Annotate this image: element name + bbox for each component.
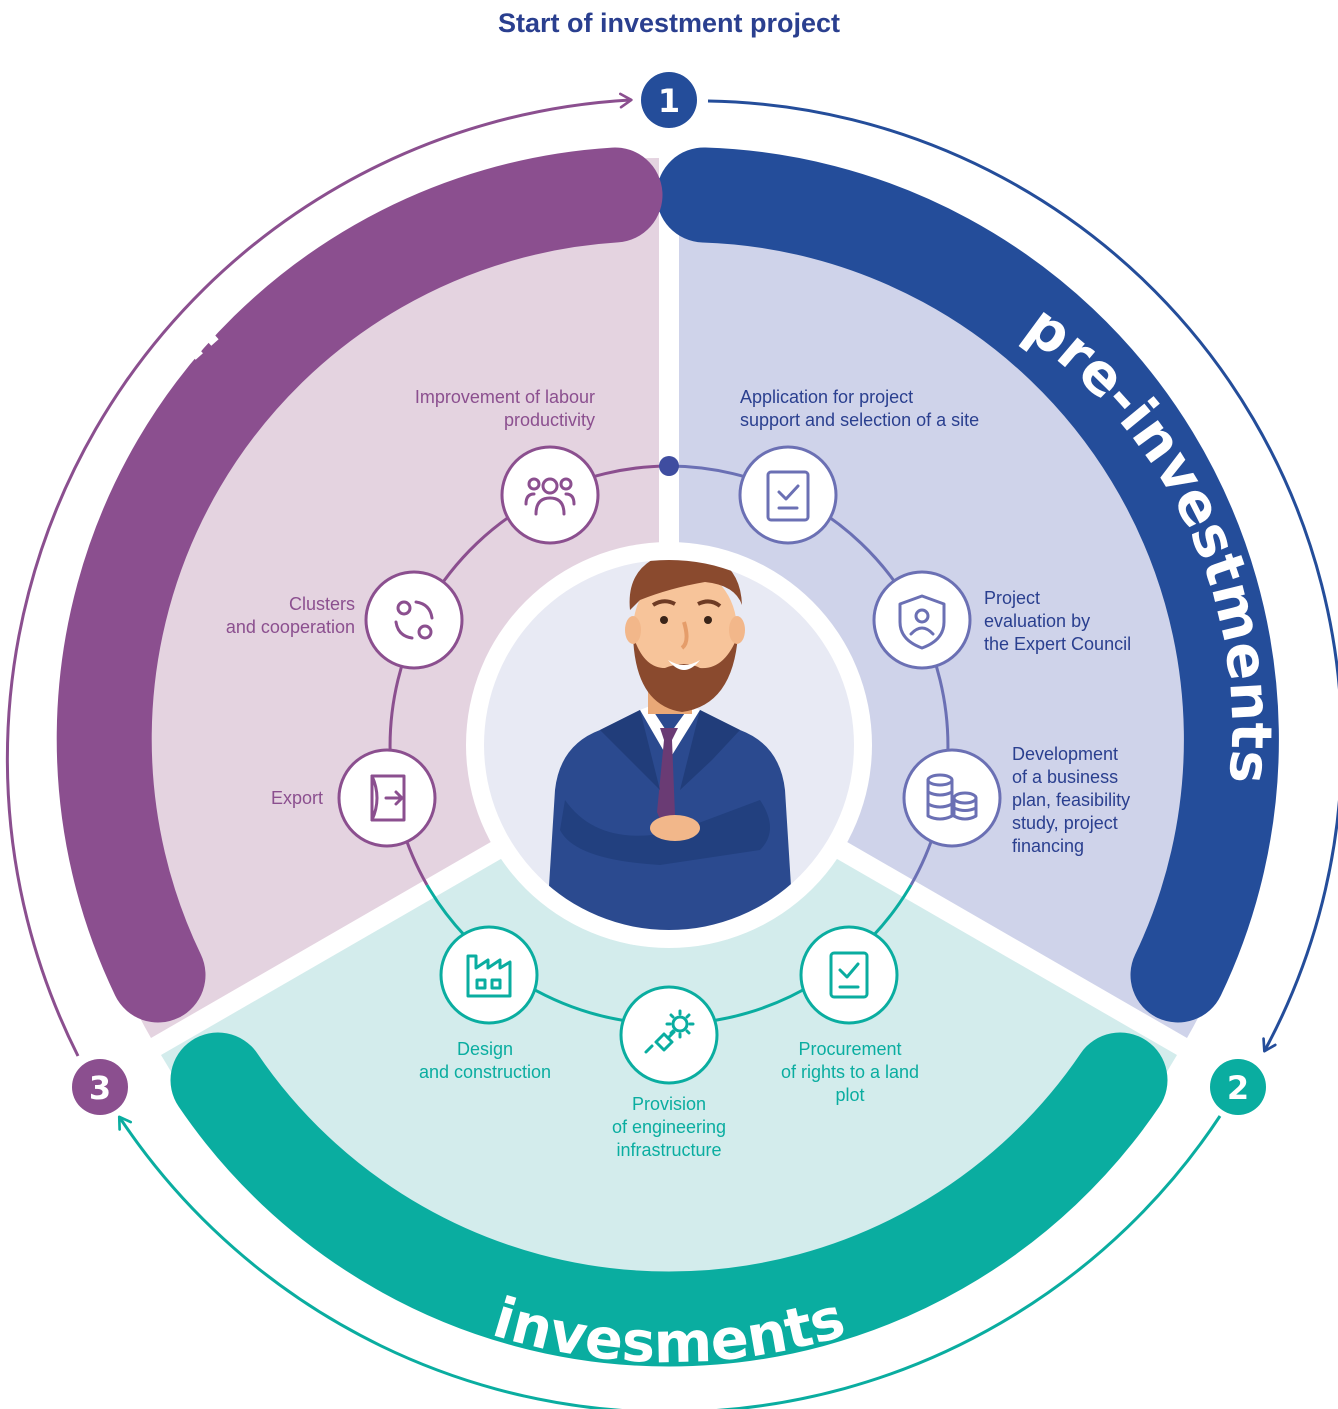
step-application-node — [738, 445, 838, 545]
plug-gear-icon — [644, 1009, 695, 1054]
shield-user-icon — [898, 594, 946, 650]
checklist-icon — [766, 470, 810, 522]
step-evaluation-node — [872, 570, 972, 670]
investments-band — [170, 1032, 1168, 1367]
stage-3-number: 3 — [89, 1069, 111, 1107]
step-clusters-label: Clusters and cooperation — [225, 594, 355, 637]
diagram-title: Start of investment project — [497, 8, 841, 38]
arrow-stage-2-to-3 — [117, 1115, 1222, 1409]
arrow-stage-1-to-2 — [707, 99, 1338, 1053]
step-labour-label: Improvement of labour productivity — [414, 387, 595, 430]
step-labour-node — [500, 445, 600, 545]
operation-band — [56, 147, 663, 1023]
coins-icon — [926, 773, 978, 821]
export-door-icon — [370, 774, 406, 822]
pre-investments-band — [656, 147, 1279, 1023]
step-land-plot-node — [799, 925, 899, 1025]
step-design-label: Design and construction — [418, 1039, 552, 1082]
businessman-avatar — [466, 542, 872, 948]
stage-1-number: 1 — [658, 82, 680, 120]
stage-2-badge: 2 — [1210, 1059, 1266, 1115]
step-business-plan-node — [902, 748, 1002, 848]
inner-ring-start-dot — [659, 456, 679, 476]
step-infrastructure-label: Provision of engineering infrastructure — [611, 1094, 727, 1160]
step-business-plan-label: Development of a business plan, feasibil… — [1012, 744, 1131, 856]
stage-1-badge: 1 — [641, 72, 697, 128]
stage-2-number: 2 — [1227, 1069, 1249, 1107]
arrow-stage-3-to-1 — [5, 92, 633, 1057]
step-infrastructure-node — [619, 985, 719, 1085]
factory-icon — [466, 954, 512, 998]
document-check-icon — [829, 951, 869, 999]
step-application-label: Application for project support and sele… — [740, 387, 980, 430]
step-export-label: Export — [270, 788, 323, 808]
step-design-node — [439, 925, 539, 1025]
step-export-node — [337, 748, 437, 848]
step-clusters-node — [364, 570, 464, 670]
cooperation-cycle-icon — [394, 600, 434, 640]
stage-3-badge: 3 — [72, 1059, 128, 1115]
step-land-plot-label: Procurement of rights to a land plot — [780, 1039, 920, 1105]
team-icon — [524, 477, 576, 516]
step-evaluation-label: Project evaluation by the Expert Council — [984, 588, 1132, 654]
